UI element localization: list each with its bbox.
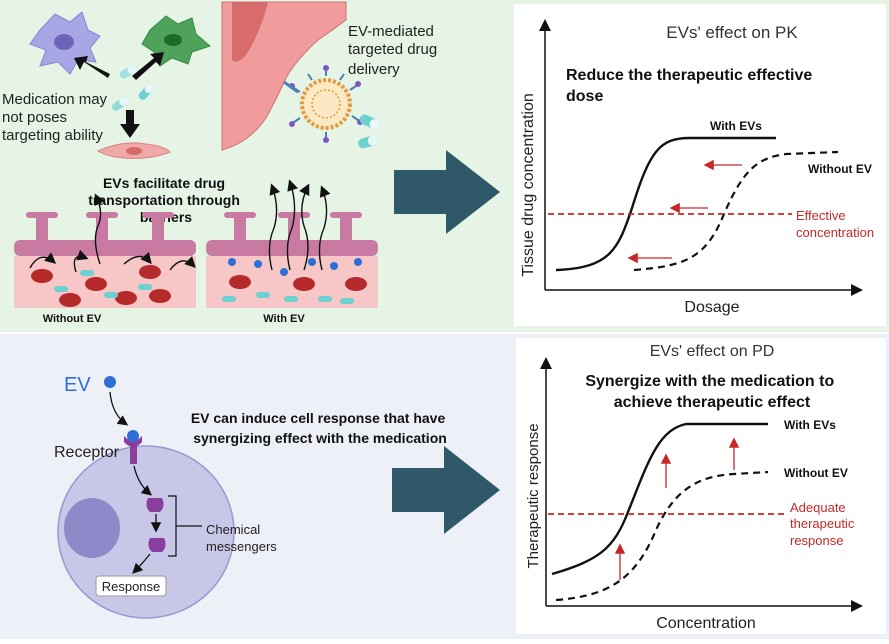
pd-legend-without-ev: Without EV [784, 466, 848, 480]
ev-delivery-text: EV-mediated targeted drug delivery [348, 23, 441, 78]
pk-chart-title: EVs' effect on PK [666, 23, 798, 42]
pink-cell-icon [96, 142, 171, 159]
induce-text: EV can induce cell response that have sy… [191, 410, 449, 446]
pd-chart: EVs' effect on PD Synergize with the med… [516, 338, 886, 634]
pd-chart-subtitle: Synergize with the medication to achieve… [585, 373, 838, 411]
response-box: Response [95, 575, 167, 597]
extracellular-vesicle-icon [283, 65, 363, 143]
pd-legend-with-evs: With EVs [784, 418, 836, 432]
pk-chart-subtitle: Reduce the therapeutic effective dose [566, 67, 817, 105]
target-tissue-cell [221, 1, 347, 151]
top-right-arrow [394, 150, 500, 234]
bottom-right-arrow [392, 446, 500, 534]
pk-chart-background [514, 4, 886, 326]
with-ev-label: With EV [263, 313, 305, 325]
receptor-icon [124, 430, 142, 464]
targeting-text: Medication may not poses targeting abili… [2, 91, 111, 144]
barrier-title: EVs facilitate drug transportation throu… [88, 175, 244, 225]
pk-threshold-label: Effective concentration [796, 208, 874, 240]
pd-chart-background [516, 338, 886, 634]
messengers-label: Chemical messengers [206, 522, 277, 554]
receptor-label: Receptor [54, 444, 120, 461]
cell-icon [57, 445, 235, 619]
pk-curve-with-evs [555, 136, 776, 272]
pk-legend-without-ev: Without EV [808, 162, 872, 176]
ev-particle-icon [104, 376, 116, 388]
messenger-icon [146, 498, 164, 512]
ev-label: EV [64, 374, 91, 396]
messenger-icon [148, 538, 166, 552]
pk-y-label: Tissue drug concentration [520, 93, 537, 277]
pk-legend-with-evs: With EVs [710, 119, 762, 133]
signal-arrow [133, 465, 152, 496]
svg-text:Response: Response [102, 579, 161, 594]
signal-arrow [132, 553, 151, 574]
barrier-without-ev [14, 193, 196, 308]
pk-x-label: Dosage [684, 299, 739, 316]
barrier-with-ev [206, 179, 378, 308]
ev-capsules-icon [358, 114, 381, 149]
without-ev-label: Without EV [43, 313, 102, 325]
targeting-arrows [74, 52, 164, 138]
pd-threshold-label: Adequate therapeutic response [790, 500, 858, 548]
ev-binding-arrow [109, 391, 129, 426]
pd-curve-without-ev [555, 470, 769, 602]
pd-chart-title: EVs' effect on PD [650, 343, 775, 360]
pd-curve-with-evs [551, 422, 768, 576]
pd-x-label: Concentration [656, 615, 756, 632]
pd-y-label: Therapeutic response [525, 423, 542, 568]
drug-capsules-icon [111, 65, 154, 111]
messenger-bracket [168, 495, 202, 557]
pk-chart: EVs' effect on PK Reduce the therapeutic… [514, 4, 886, 326]
